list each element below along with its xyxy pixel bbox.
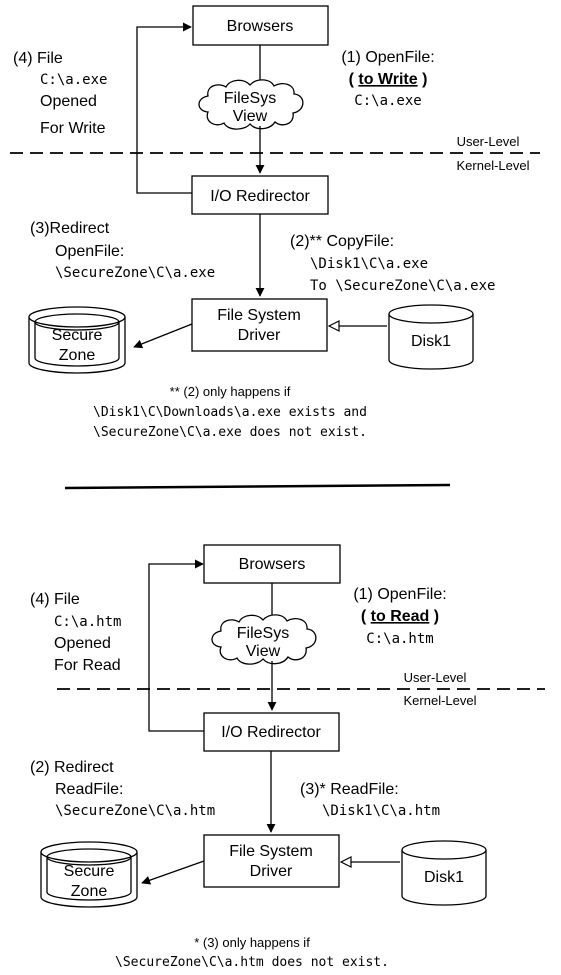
step1-mode-line: ( to Write ) <box>349 71 428 88</box>
step2-line1: (2) Redirect <box>30 759 114 776</box>
step2-line2: \Disk1\C\a.exe <box>310 256 428 272</box>
fs-driver-label-line1: File System <box>229 843 313 860</box>
driver-to-securezone-arrow <box>141 860 205 885</box>
file-system-driver-box: File System Driver <box>203 834 340 888</box>
io-redirector-box: I/O Redirector <box>191 175 329 215</box>
fs-driver-label-line2: Driver <box>238 327 281 344</box>
step3-line1: (3)* ReadFile: <box>300 781 399 798</box>
step1-title: (1) OpenFile: <box>341 49 434 66</box>
filesys-label-line1: FileSys <box>237 625 289 642</box>
read-scenario-diagram: Browsers FileSys View User-Level Kernel-… <box>30 544 545 970</box>
step4-line2: C:\a.htm <box>54 614 121 630</box>
step2-line3: To \SecureZone\C\a.exe <box>310 278 495 294</box>
file-system-driver-box: File System Driver <box>191 298 328 352</box>
disk1-cylinder: Disk1 <box>388 304 474 370</box>
step4-line1: (4) File <box>30 591 80 608</box>
kernel-level-label: Kernel-Level <box>404 693 477 708</box>
secure-zone-label-line1: Secure <box>52 327 103 344</box>
filesys-label-line2: View <box>246 643 281 660</box>
step4-line4: For Write <box>40 120 106 137</box>
fs-driver-label-line2: Driver <box>250 863 293 880</box>
io-redirector-box: I/O Redirector <box>203 712 340 752</box>
step4-line1: (4) File <box>13 50 63 67</box>
browsers-label: Browsers <box>227 18 294 35</box>
note-line1: ** (2) only happens if <box>170 384 291 399</box>
step1-mode: to Write <box>358 71 417 88</box>
disk1-label: Disk1 <box>424 869 464 886</box>
browsers-label: Browsers <box>239 556 306 573</box>
step2-line1: (2)** CopyFile: <box>290 233 394 250</box>
browsers-box: Browsers <box>192 5 329 46</box>
driver-to-securezone-arrow <box>133 323 193 349</box>
fs-driver-label-line1: File System <box>217 307 301 324</box>
section-divider <box>64 483 451 490</box>
disk1-cylinder: Disk1 <box>401 840 487 906</box>
io-redirector-label: I/O Redirector <box>221 724 321 741</box>
opened-return-arrow <box>136 22 192 194</box>
note-line1: * (3) only happens if <box>194 935 310 950</box>
secure-zone-cylinder: Secure Zone <box>28 306 126 374</box>
step4-line3: Opened <box>54 635 111 652</box>
user-level-label: User-Level <box>404 670 467 685</box>
secure-zone-label-line2: Zone <box>59 347 96 364</box>
step4-line3: Opened <box>40 93 97 110</box>
step3-line1: (3)Redirect <box>30 220 110 237</box>
secure-zone-label-line2: Zone <box>71 883 108 900</box>
io-redirector-label: I/O Redirector <box>210 188 310 205</box>
note-line3: \SecureZone\C\a.exe does not exist. <box>93 425 367 440</box>
step1-mode-line: ( to Read ) <box>361 608 439 625</box>
kernel-level-label: Kernel-Level <box>457 158 530 173</box>
user-level-label: User-Level <box>457 134 520 149</box>
step1-path: C:\a.exe <box>354 93 421 109</box>
filesys-label-line1: FileSys <box>224 90 276 107</box>
step1-mode: to Read <box>371 608 430 625</box>
step3-line3: \SecureZone\C\a.exe <box>55 265 215 281</box>
disk1-label: Disk1 <box>411 333 451 350</box>
filesys-label-line2: View <box>233 108 268 125</box>
filesys-view-cloud: FileSys View <box>211 614 317 665</box>
step4-line4: For Read <box>54 657 121 674</box>
secure-zone-label-line1: Secure <box>64 863 115 880</box>
opened-return-arrow <box>148 559 204 732</box>
step1-title: (1) OpenFile: <box>353 586 446 603</box>
step1-path: C:\a.htm <box>366 631 433 647</box>
note-line2: \SecureZone\C\a.htm does not exist. <box>115 955 389 970</box>
secure-zone-cylinder: Secure Zone <box>40 841 138 908</box>
filesys-view-cloud: FileSys View <box>198 79 304 130</box>
step2-line2: ReadFile: <box>55 781 123 798</box>
step3-line2: \Disk1\C\a.htm <box>322 803 440 819</box>
step2-line3: \SecureZone\C\a.htm <box>55 803 215 819</box>
step4-line2: C:\a.exe <box>40 72 107 88</box>
browsers-box: Browsers <box>203 544 341 584</box>
note-line2: \Disk1\C\Downloads\a.exe exists and <box>93 405 367 420</box>
write-scenario-diagram: Browsers FileSys View User-Level Kernel-… <box>10 5 540 440</box>
step3-line2: OpenFile: <box>55 243 124 260</box>
